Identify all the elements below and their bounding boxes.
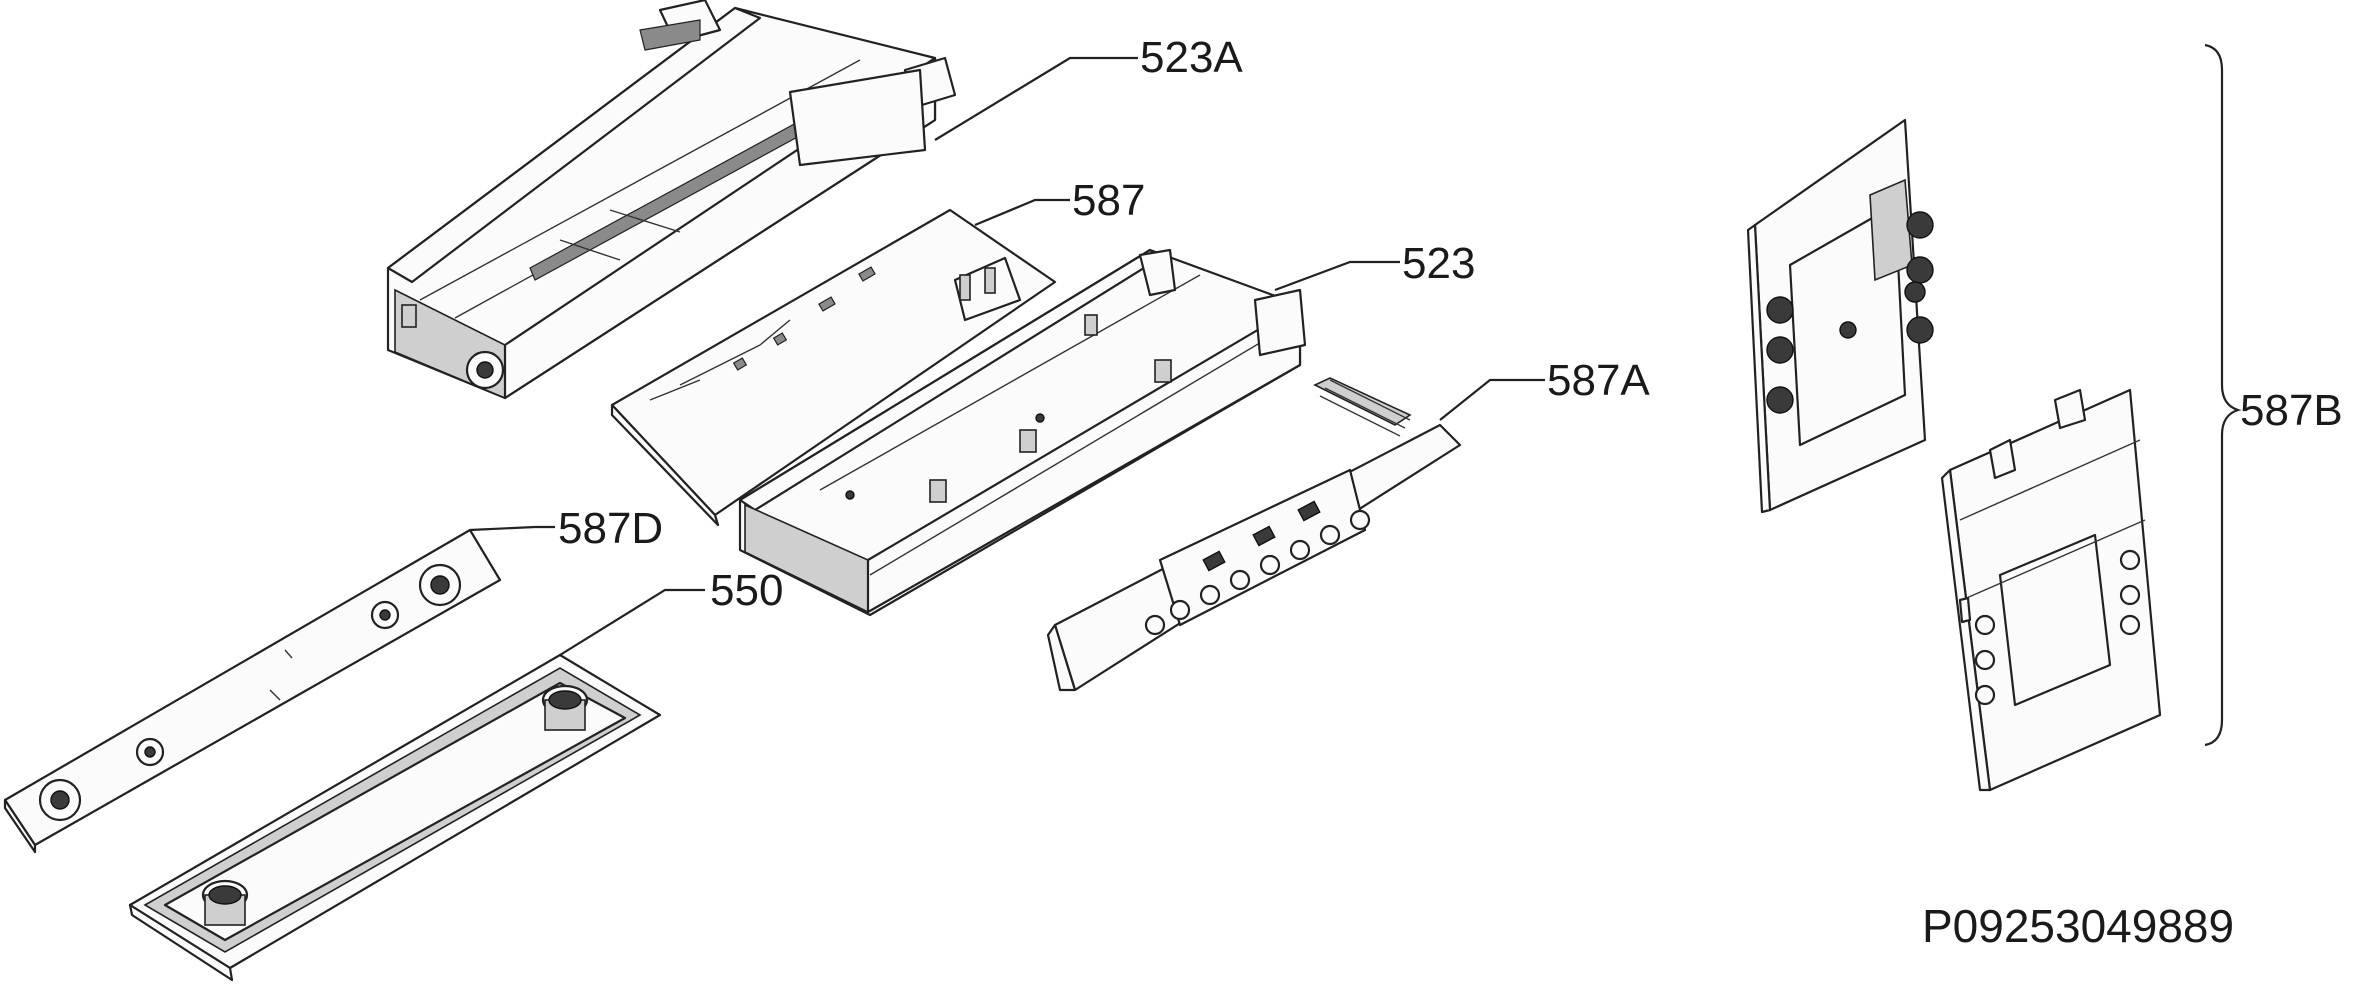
leader-523A: [934, 56, 1138, 141]
part-587B-display-board: [1746, 118, 1934, 514]
callout-523: 523: [1402, 239, 1475, 288]
callout-587D: 587D: [558, 504, 663, 553]
part-523A-housing: [386, 0, 957, 400]
leader-550: [559, 588, 705, 656]
leader-587A: [1439, 378, 1545, 421]
leader-587: [974, 198, 1070, 227]
callout-587A: 587A: [1547, 356, 1650, 405]
part-587-pcb: [610, 208, 1057, 527]
callout-587: 587: [1072, 176, 1145, 225]
reference-code: P09253049889: [1922, 900, 2234, 952]
callout-550: 550: [710, 566, 783, 615]
part-587D-strip: [3, 528, 502, 854]
part-587A-button-board: [1046, 377, 1462, 692]
part-587B-display-frame: [1940, 388, 2162, 792]
callout-587B: 587B: [2240, 386, 2343, 435]
part-523-tray: [738, 248, 1307, 617]
leader-523: [1274, 260, 1400, 292]
part-550-button-frame: [128, 653, 662, 982]
bracket-587B: [2204, 43, 2242, 747]
leader-587D: [469, 525, 555, 532]
callout-523A: 523A: [1140, 33, 1243, 82]
